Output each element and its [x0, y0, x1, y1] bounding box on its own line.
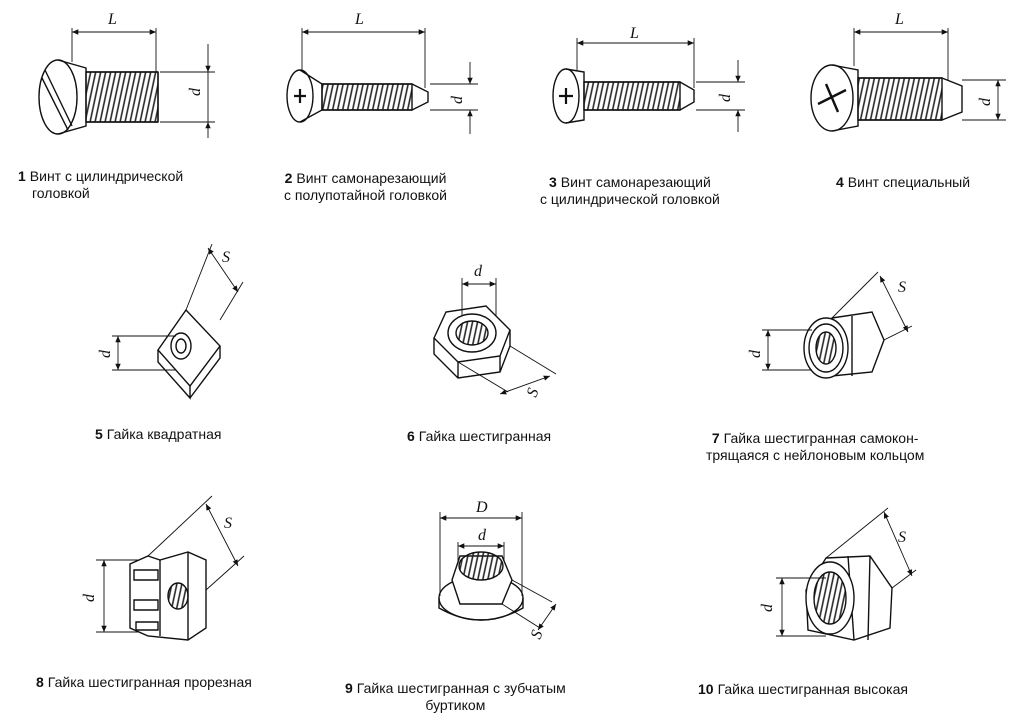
label-L-3: L — [629, 25, 639, 42]
label-d-6: d — [474, 263, 483, 280]
nut-hex-serrated-flange — [438, 512, 557, 631]
caption-number: 4 — [836, 174, 844, 190]
caption-line2: головкой — [32, 185, 90, 201]
nut-hex — [433, 278, 557, 395]
caption-line1: Гайка шестигранная высокая — [717, 681, 908, 697]
caption-number: 3 — [548, 174, 557, 190]
nut-hex-nylon-insert — [762, 271, 913, 379]
label-d-9: d — [478, 527, 487, 544]
caption-line1: Винт специальный — [847, 174, 971, 190]
screw-special — [810, 28, 1006, 132]
caption-number: 7 — [711, 430, 720, 446]
caption-line1: Гайка шестигранная самокон- — [723, 430, 919, 446]
caption-number: 1 — [18, 168, 26, 184]
caption-line1: Винт самонарезающий — [560, 174, 711, 190]
caption-number: 10 — [698, 681, 714, 697]
nut-square — [112, 243, 244, 400]
nut-hex-high — [776, 507, 917, 641]
nut-castle — [96, 495, 245, 641]
dimension-labels: L d L d L d L d S d d S S d S d D d S S … — [81, 11, 994, 641]
caption-number: 8 — [36, 674, 44, 690]
label-L-2: L — [354, 11, 364, 28]
caption-line1: Винт с цилиндрической — [29, 168, 184, 184]
label-d-3: d — [717, 93, 734, 102]
caption-line2: буртиком — [425, 697, 486, 713]
label-S-9: S — [528, 628, 547, 641]
screw-cylindrical-head — [38, 28, 215, 138]
label-d-8: d — [81, 593, 98, 602]
caption-line1: Гайка квадратная — [106, 426, 222, 442]
label-L-4: L — [894, 11, 904, 28]
label-d-10: d — [759, 603, 776, 612]
caption-line2: трящаяся с нейлоновым кольцом — [706, 447, 925, 463]
label-S-6: S — [524, 386, 543, 399]
caption-line2: с цилиндрической головкой — [540, 191, 720, 207]
label-D-9: D — [475, 499, 488, 516]
screw-self-tapping-countersunk — [286, 28, 478, 134]
screw-self-tapping-cylindrical — [552, 38, 745, 132]
caption-number: 5 — [95, 426, 103, 442]
caption-line1: Гайка шестигранная прорезная — [47, 674, 252, 690]
label-S-10: S — [898, 529, 906, 546]
caption-number: 9 — [345, 680, 353, 696]
label-d-1: d — [187, 87, 204, 96]
label-d-5: d — [97, 349, 114, 358]
caption-number: 6 — [407, 428, 415, 444]
label-d-4: d — [977, 97, 994, 106]
label-S-5: S — [222, 249, 230, 266]
label-d-2: d — [449, 95, 466, 104]
caption-line2: с полупотайной головкой — [284, 187, 447, 203]
label-L-1: L — [107, 11, 117, 28]
caption-number: 2 — [284, 170, 293, 186]
label-d-7: d — [747, 349, 764, 358]
caption-line1: Гайка шестигранная с зубчатым — [356, 680, 566, 696]
caption-line1: Гайка шестигранная — [418, 428, 552, 444]
caption-line1: Винт самонарезающий — [296, 170, 447, 186]
label-S-8: S — [224, 515, 232, 532]
label-S-7: S — [898, 279, 906, 296]
